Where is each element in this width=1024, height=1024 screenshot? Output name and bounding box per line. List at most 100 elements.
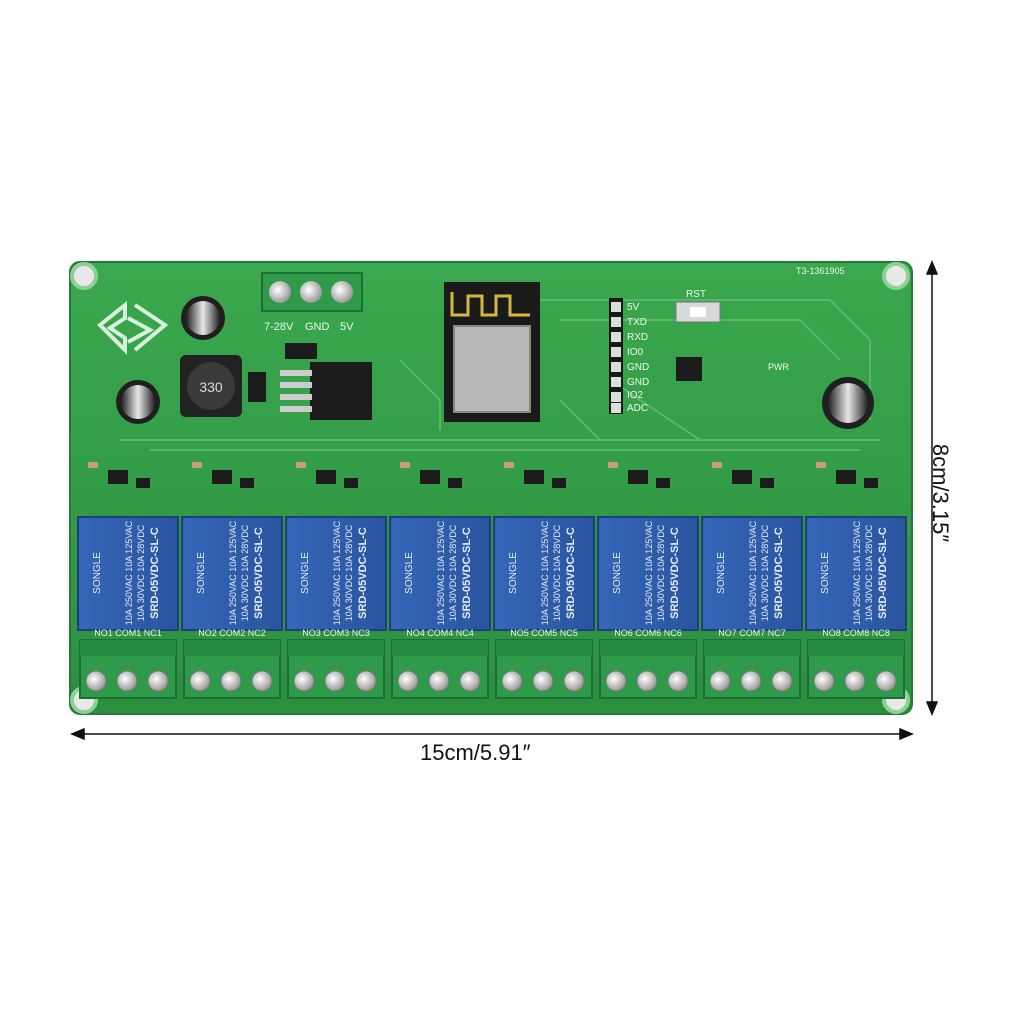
terminal-screw (740, 670, 762, 692)
relay-brand: SONGLE (92, 552, 103, 594)
terminal-screw (844, 670, 866, 692)
relay-body (493, 516, 595, 631)
terminal-screw (875, 670, 897, 692)
regulator-u2 (676, 357, 702, 381)
relay-model: SRD-05VDC-SL-C (877, 527, 889, 619)
pin-header (609, 298, 623, 414)
terminal-screw (293, 670, 315, 692)
relay-body (597, 516, 699, 631)
terminal-label: NO5 COM5 NC5 (510, 628, 578, 638)
transistor (420, 470, 440, 484)
voltage-regulator (248, 343, 372, 420)
transistor (732, 470, 752, 484)
header-pin-label-2: TXD (627, 317, 647, 328)
transistor (628, 470, 648, 484)
relay-brand: SONGLE (716, 552, 727, 594)
terminal-screw (116, 670, 138, 692)
relay-brand: SONGLE (300, 552, 311, 594)
relay-model: SRD-05VDC-SL-C (669, 527, 681, 619)
wifi-module (444, 282, 540, 422)
relay-rating-1: 10A 250VAC 10A 125VAC (332, 520, 342, 625)
relay-rating-1: 10A 250VAC 10A 125VAC (644, 520, 654, 625)
terminal-label: NO1 COM1 NC1 (94, 628, 162, 638)
diode (656, 478, 670, 488)
relay-brand: SONGLE (404, 552, 415, 594)
relay-rating-2: 10A 30VDC 10A 28VDC (760, 524, 770, 621)
power-terminal-block (261, 272, 363, 312)
resistor (608, 462, 618, 468)
relay-rating-2: 10A 30VDC 10A 28VDC (136, 524, 146, 621)
terminal-screw (220, 670, 242, 692)
relay-brand: SONGLE (196, 552, 207, 594)
header-pin-label-3: RXD (627, 332, 648, 343)
relay-body (285, 516, 387, 631)
relay-rating-2: 10A 30VDC 10A 28VDC (448, 524, 458, 621)
terminal-label: NO8 COM8 NC8 (822, 628, 890, 638)
terminal-top (288, 640, 384, 656)
relay-model: SRD-05VDC-SL-C (773, 527, 785, 619)
relay-rating-2: 10A 30VDC 10A 28VDC (656, 524, 666, 621)
relay-brand: SONGLE (820, 552, 831, 594)
terminal-top (600, 640, 696, 656)
terminal-screw (147, 670, 169, 692)
terminal-top (184, 640, 280, 656)
relay-body (181, 516, 283, 631)
reset-label: RST (686, 289, 706, 300)
terminal-screw (605, 670, 627, 692)
height-dimension-label: 8cm/3.15″ (928, 443, 953, 543)
relay-body (77, 516, 179, 631)
terminal-screw (251, 670, 273, 692)
relay-body (805, 516, 907, 631)
terminal-top (392, 640, 488, 656)
relay-rating-1: 10A 250VAC 10A 125VAC (540, 520, 550, 625)
resistor (296, 462, 306, 468)
transistor (316, 470, 336, 484)
header-pin-label-6: GND (627, 377, 649, 388)
transistor (108, 470, 128, 484)
terminal-top (496, 640, 592, 656)
relay-body (701, 516, 803, 631)
resistor (712, 462, 722, 468)
terminal-screw (709, 670, 731, 692)
relay-rating-2: 10A 30VDC 10A 28VDC (864, 524, 874, 621)
terminal-screw (189, 670, 211, 692)
relay-rating-1: 10A 250VAC 10A 125VAC (436, 520, 446, 625)
width-dimension-label: 15cm/5.91″ (420, 740, 531, 765)
pwr-label: PWR (768, 362, 789, 372)
capacitors (116, 296, 874, 429)
diode (344, 478, 358, 488)
resistor (400, 462, 410, 468)
relay-model: SRD-05VDC-SL-C (253, 527, 265, 619)
relay-rating-1: 10A 250VAC 10A 125VAC (228, 520, 238, 625)
diode (240, 478, 254, 488)
pcb-traces (120, 299, 880, 451)
terminal-top (704, 640, 800, 656)
transistor (836, 470, 856, 484)
relay-rating-2: 10A 30VDC 10A 28VDC (344, 524, 354, 621)
power-label-2: GND (305, 321, 330, 333)
header-pin-label-5: GND (627, 362, 649, 373)
relay-rating-2: 10A 30VDC 10A 28VDC (552, 524, 562, 621)
terminal-screw (501, 670, 523, 692)
terminal-label: NO7 COM7 NC7 (718, 628, 786, 638)
terminal-screw (532, 670, 554, 692)
diode (552, 478, 566, 488)
resistor (88, 462, 98, 468)
reset-button (675, 301, 721, 323)
diode (448, 478, 462, 488)
terminal-screw (813, 670, 835, 692)
terminal-label: NO3 COM3 NC3 (302, 628, 370, 638)
power-label-1: 7-28V (264, 321, 294, 333)
terminal-screw (355, 670, 377, 692)
header-pin-label-7: IO2 (627, 390, 644, 401)
relay-rating-1: 10A 250VAC 10A 125VAC (748, 520, 758, 625)
terminal-screw (667, 670, 689, 692)
terminal-screw (428, 670, 450, 692)
